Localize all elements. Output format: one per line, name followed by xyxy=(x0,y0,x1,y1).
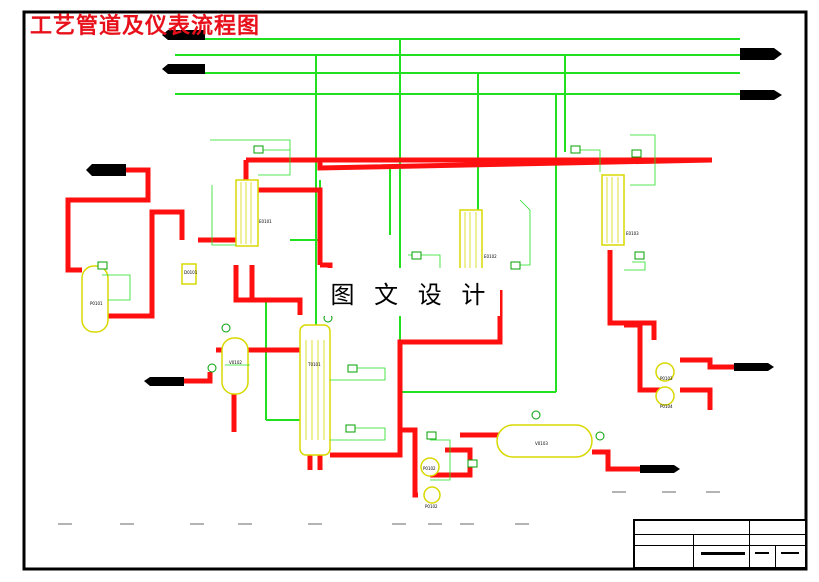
title-block-mark xyxy=(781,552,799,554)
vessel-icon xyxy=(181,263,197,285)
heat-exchanger-icon xyxy=(459,209,483,271)
utility-headers xyxy=(175,38,740,421)
equipment-tags: P0101 E0101 D0101 E0102 E0103 V0102 T010… xyxy=(90,219,673,509)
pipe-arrow-icon xyxy=(86,30,782,473)
title-block-rule xyxy=(635,534,805,535)
svg-text:E0102: E0102 xyxy=(484,254,497,259)
pump-icon xyxy=(655,386,675,406)
tube-bundles xyxy=(240,177,619,440)
title-block-mark xyxy=(755,552,769,554)
svg-text:P0101: P0101 xyxy=(90,301,103,306)
svg-text:P0102: P0102 xyxy=(425,504,438,509)
svg-text:V0102: V0102 xyxy=(229,360,242,365)
svg-text:P0102: P0102 xyxy=(423,466,436,471)
title-block-rule xyxy=(775,545,776,567)
bottom-legend xyxy=(58,491,720,525)
title-block xyxy=(633,519,807,569)
svg-text:E0103: E0103 xyxy=(626,231,639,236)
pump-icon xyxy=(423,486,441,504)
svg-text:P0104: P0104 xyxy=(660,404,673,409)
column-icon xyxy=(299,324,331,456)
svg-text:T0101: T0101 xyxy=(307,362,321,367)
drawing-title: 工艺管道及仪表流程图 xyxy=(30,13,261,39)
heat-exchanger-icon xyxy=(601,174,625,246)
title-block-rule xyxy=(749,521,750,567)
drawing-frame xyxy=(22,10,808,571)
watermark: 图 文 设 计 xyxy=(322,268,500,316)
title-block-mark xyxy=(701,552,745,555)
pump-icon xyxy=(420,457,440,477)
title-block-rule xyxy=(693,535,694,567)
title-block-rule xyxy=(635,545,805,546)
vessel-icon xyxy=(221,337,249,395)
vessel-icon xyxy=(81,265,109,333)
pump-icon xyxy=(655,362,675,382)
equipment xyxy=(81,174,675,504)
svg-text:E0101: E0101 xyxy=(259,219,272,224)
heat-exchanger-icon xyxy=(235,179,259,247)
instrument-bubble-icon xyxy=(97,145,645,468)
vessel-icon xyxy=(496,424,593,458)
svg-text:V0103: V0103 xyxy=(535,441,548,446)
svg-text:D0101: D0101 xyxy=(184,270,198,275)
svg-text:P0103: P0103 xyxy=(660,376,673,381)
